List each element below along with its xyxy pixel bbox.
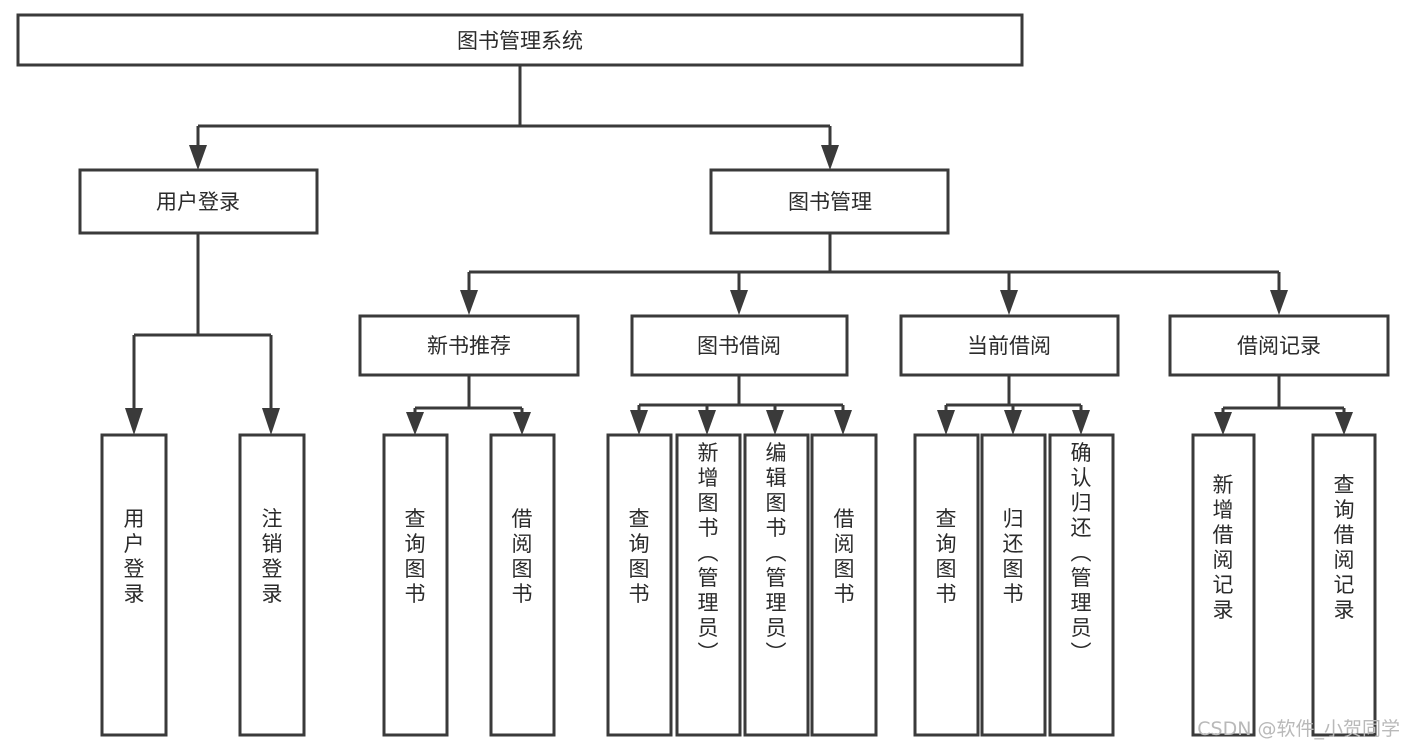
node-user-login-label: 用户登录 <box>156 190 240 214</box>
leaf-confirm-return[interactable]: 确认归还︵管理员︶ <box>1048 433 1115 737</box>
leaf-query-book-3-label: 查询图书 <box>936 507 957 606</box>
node-book-manage-label: 图书管理 <box>788 190 872 214</box>
node-borrow-record-label: 借阅记录 <box>1237 334 1321 358</box>
node-new-book-recommend-label: 新书推荐 <box>427 334 511 358</box>
arrow-head-leaf-edit-book <box>766 410 784 435</box>
leaf-return-book[interactable]: 归还图书 <box>980 433 1047 737</box>
node-book-borrow-box[interactable] <box>630 314 849 377</box>
arrow-head-leaf-query-book-2 <box>630 410 648 435</box>
node-borrow-record[interactable]: 借阅记录 <box>1168 314 1390 377</box>
leaf-edit-book-box[interactable] <box>743 433 810 737</box>
arrow-head-borrow-record <box>1270 290 1288 315</box>
leaf-edit-book-label: 编辑图书︵管理员︶ <box>766 441 787 665</box>
leaf-add-record-box[interactable] <box>1191 433 1256 737</box>
node-root-box[interactable] <box>16 13 1024 67</box>
node-book-manage-box[interactable] <box>709 168 950 235</box>
leaf-borrow-book-2-label: 借阅图书 <box>834 507 855 606</box>
node-current-borrow-box[interactable] <box>899 314 1120 377</box>
leaf-add-book-label: 新增图书︵管理员︶ <box>698 441 719 665</box>
leaf-add-record-label: 新增借阅记录 <box>1213 473 1234 622</box>
leaf-confirm-return-label: 确认归还︵管理员︶ <box>1071 441 1092 665</box>
leaf-borrow-book-1-box[interactable] <box>489 433 556 737</box>
leaf-query-book-1-label: 查询图书 <box>405 507 426 606</box>
connector-group-new-book-recommend <box>406 375 531 435</box>
leaf-confirm-return-box[interactable] <box>1048 433 1115 737</box>
connector-group-book-manage <box>460 233 1288 315</box>
leaf-query-record[interactable]: 查询借阅记录 <box>1311 433 1377 737</box>
node-book-borrow-label: 图书借阅 <box>697 334 781 358</box>
node-book-manage[interactable]: 图书管理 <box>709 168 950 235</box>
arrow-head-user-login <box>189 145 207 170</box>
arrow-head-book-borrow <box>730 290 748 315</box>
connector-group-current-borrow <box>937 375 1090 435</box>
leaf-borrow-book-2-box[interactable] <box>810 433 878 737</box>
leaf-logout-login-box[interactable] <box>238 433 306 737</box>
leaf-query-book-2-box[interactable] <box>606 433 673 737</box>
leaf-edit-book[interactable]: 编辑图书︵管理员︶ <box>743 433 810 737</box>
arrow-head-leaf-borrow-book-1 <box>513 412 531 435</box>
node-root[interactable]: 图书管理系统 <box>16 13 1024 67</box>
leaf-query-book-3-box[interactable] <box>913 433 980 737</box>
arrow-head-book-manage <box>821 145 839 170</box>
leaf-user-login-box[interactable] <box>100 433 168 737</box>
leaf-query-book-1[interactable]: 查询图书 <box>382 433 449 737</box>
leaf-borrow-book-2[interactable]: 借阅图书 <box>810 433 878 737</box>
node-new-book-recommend[interactable]: 新书推荐 <box>358 314 580 377</box>
leaf-borrow-book-1-label: 借阅图书 <box>512 507 533 606</box>
connector-group-borrow-record <box>1214 375 1353 435</box>
node-book-borrow[interactable]: 图书借阅 <box>630 314 849 377</box>
leaf-add-record[interactable]: 新增借阅记录 <box>1191 433 1256 737</box>
arrow-head-leaf-query-book-1 <box>406 412 424 435</box>
leaf-logout-login[interactable]: 注销登录 <box>238 433 306 737</box>
arrow-head-leaf-add-record <box>1214 412 1232 435</box>
leaf-query-book-1-box[interactable] <box>382 433 449 737</box>
arrow-head-leaf-add-book <box>698 410 716 435</box>
node-user-login[interactable]: 用户登录 <box>78 168 319 235</box>
leaf-add-book[interactable]: 新增图书︵管理员︶ <box>675 433 742 737</box>
leaf-query-book-2[interactable]: 查询图书 <box>606 433 673 737</box>
node-new-book-recommend-box[interactable] <box>358 314 580 377</box>
arrow-head-leaf-query-record <box>1335 412 1353 435</box>
node-current-borrow-label: 当前借阅 <box>967 334 1051 358</box>
leaf-user-login-label: 用户登录 <box>124 507 145 606</box>
leaf-query-record-label: 查询借阅记录 <box>1334 473 1355 622</box>
connector-group-root <box>189 65 839 170</box>
leaf-query-book-2-label: 查询图书 <box>629 507 650 606</box>
arrow-head-leaf-confirm-return <box>1072 410 1090 435</box>
arrow-head-leaf-return-book <box>1004 410 1022 435</box>
arrow-head-leaf-query-book-3 <box>937 410 955 435</box>
node-user-login-box[interactable] <box>78 168 319 235</box>
leaf-borrow-book-1[interactable]: 借阅图书 <box>489 433 556 737</box>
leaf-logout-login-label: 注销登录 <box>262 507 283 606</box>
arrow-head-current-borrow <box>1000 290 1018 315</box>
connector-group-user-login <box>125 233 280 435</box>
node-borrow-record-box[interactable] <box>1168 314 1390 377</box>
leaf-return-book-label: 归还图书 <box>1003 507 1024 606</box>
csdn-watermark: CSDN @软件_小贺同学 <box>1197 718 1400 740</box>
leaf-add-book-box[interactable] <box>675 433 742 737</box>
leaf-query-record-box[interactable] <box>1311 433 1377 737</box>
node-current-borrow[interactable]: 当前借阅 <box>899 314 1120 377</box>
arrow-head-leaf-user-login <box>125 408 143 435</box>
leaf-user-login[interactable]: 用户登录 <box>100 433 168 737</box>
arrow-head-new-book-recommend <box>460 290 478 315</box>
arrow-head-leaf-logout-login <box>262 408 280 435</box>
node-root-label: 图书管理系统 <box>457 29 583 53</box>
connector-group-book-borrow <box>630 375 852 435</box>
leaf-return-book-box[interactable] <box>980 433 1047 737</box>
leaf-query-book-3[interactable]: 查询图书 <box>913 433 980 737</box>
arrow-head-leaf-borrow-book-2 <box>834 410 852 435</box>
